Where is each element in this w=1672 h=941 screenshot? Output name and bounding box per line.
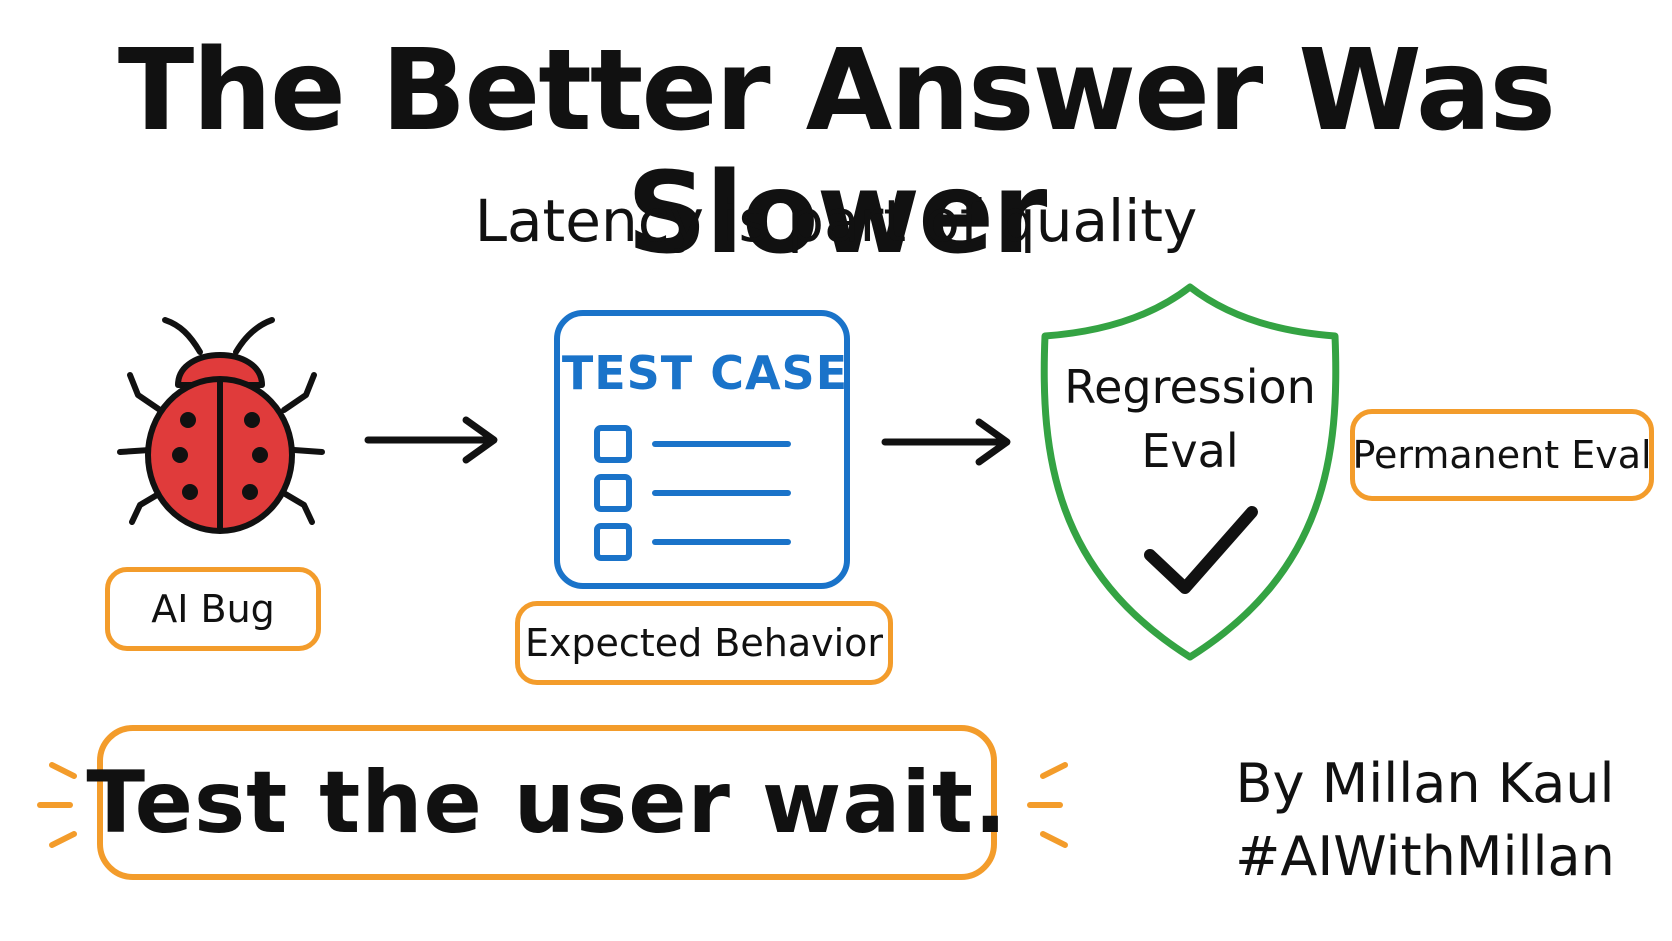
arrow-right-icon — [881, 418, 1011, 466]
byline: By Millan Kaul #AIWithMillan — [1205, 748, 1645, 894]
arrow-right-icon — [364, 416, 498, 464]
ai-bug-label: AI Bug — [105, 567, 321, 651]
shield-text: Regression Eval — [1045, 355, 1335, 484]
ladybug-spots — [172, 412, 268, 500]
shield-line-regression: Regression — [1064, 360, 1316, 414]
shield-line-eval: Eval — [1141, 424, 1239, 479]
tagline-text: Test the user wait. — [86, 752, 1008, 853]
tagline-box: Test the user wait. — [86, 725, 1007, 880]
byline-author: By Millan Kaul — [1235, 752, 1615, 815]
shield-check-icon — [1040, 283, 1340, 661]
spark-lines-right — [1027, 762, 1068, 848]
byline-hashtag: #AIWithMillan — [1235, 824, 1615, 888]
expected-behavior-label: Expected Behavior — [515, 601, 893, 685]
spark-lines-left — [37, 762, 77, 848]
permanent-eval-label: Permanent Eval — [1350, 409, 1654, 501]
ladybug-icon — [117, 317, 325, 534]
page-title: The Better Answer Was Slower — [117, 26, 1556, 280]
test-case-title: TEST CASE — [561, 346, 849, 400]
checklist-icon — [554, 310, 850, 589]
subtitle: Latency is part of quality — [474, 187, 1198, 255]
